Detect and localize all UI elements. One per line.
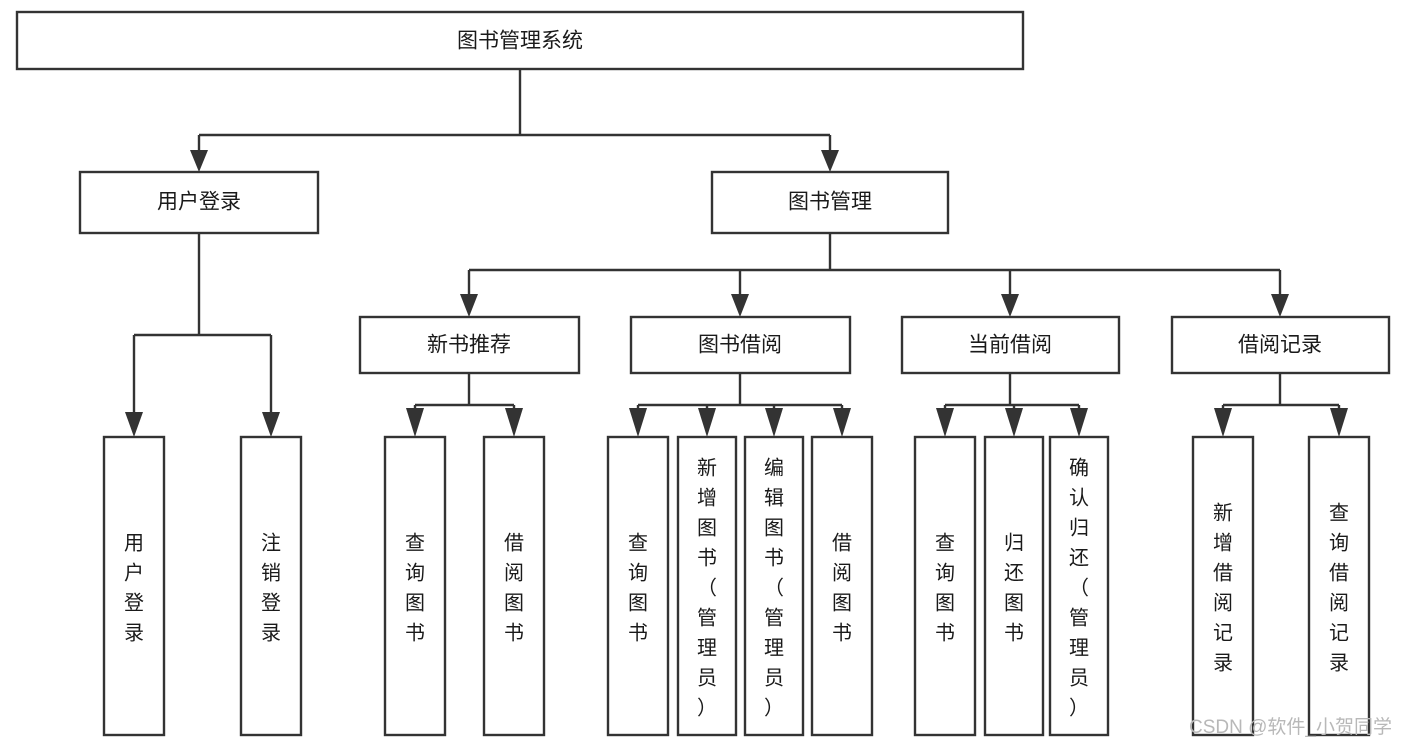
node-leaf-user-login[interactable]: 用户登录: [102, 435, 166, 737]
node-leaf-add-book-admin-box[interactable]: [676, 435, 738, 737]
node-leaf-query-borrow-record[interactable]: 查询借阅记录: [1307, 435, 1371, 737]
leaf-node-layer: 用户登录 注销登录 查询图书 借阅图书 查询图书 新增图书（管理员） 编辑图书（管理员） 借阅…: [102, 435, 1371, 737]
node-leaf-borrow-book-label: 借阅图书: [832, 531, 852, 644]
node-leaf-borrow-book-recommend[interactable]: 借阅图书: [482, 435, 546, 737]
node-leaf-query-book-borrow[interactable]: 查询图书: [606, 435, 670, 737]
node-leaf-add-book-admin-label: 新增图书（管理员）: [697, 456, 717, 719]
node-layer: 图书管理系统 用户登录 图书管理 新书推荐 图书借阅: [15, 10, 1391, 737]
arrow-head-leaf-query-book-current: [936, 408, 954, 437]
node-root[interactable]: 图书管理系统: [15, 10, 1025, 71]
node-leaf-add-borrow-record-label: 新增借阅记录: [1213, 501, 1233, 674]
node-leaf-query-book-recommend-box[interactable]: [383, 435, 447, 737]
node-leaf-query-book-recommend[interactable]: 查询图书: [383, 435, 447, 737]
node-new-book-recommend-box[interactable]: [358, 315, 581, 375]
node-leaf-borrow-book-box[interactable]: [810, 435, 874, 737]
arrow-head-leaf-query-book-borrow: [629, 408, 647, 437]
node-leaf-edit-book-admin-label: 编辑图书（管理员）: [764, 456, 784, 719]
node-leaf-borrow-book-recommend-box[interactable]: [482, 435, 546, 737]
node-leaf-add-borrow-record-box[interactable]: [1191, 435, 1255, 737]
node-leaf-add-borrow-record[interactable]: 新增借阅记录: [1191, 435, 1255, 737]
arrow-head-new-book-recommend: [460, 294, 478, 317]
node-current-borrow-box[interactable]: [900, 315, 1121, 375]
node-leaf-logout-login[interactable]: 注销登录: [239, 435, 303, 737]
arrow-head-current-borrow: [1001, 294, 1019, 317]
node-leaf-edit-book-admin-box[interactable]: [743, 435, 805, 737]
node-leaf-query-book-current-label: 查询图书: [935, 531, 955, 644]
node-current-borrow[interactable]: 当前借阅: [900, 315, 1121, 375]
node-book-management-box[interactable]: [710, 170, 950, 235]
node-borrow-record[interactable]: 借阅记录: [1170, 315, 1391, 375]
arrow-head-leaf-query-borrow-record: [1330, 408, 1348, 437]
node-user-login-label: 用户登录: [157, 191, 241, 214]
node-leaf-query-book-recommend-label: 查询图书: [405, 531, 425, 644]
node-borrow-record-box[interactable]: [1170, 315, 1391, 375]
node-leaf-query-borrow-record-label: 查询借阅记录: [1329, 501, 1349, 674]
arrow-head-book-borrow: [731, 294, 749, 317]
node-leaf-query-book-current[interactable]: 查询图书: [913, 435, 977, 737]
node-user-login[interactable]: 用户登录: [78, 170, 320, 235]
node-leaf-logout-login-label: 注销登录: [261, 531, 281, 644]
node-leaf-query-borrow-record-box[interactable]: [1307, 435, 1371, 737]
node-leaf-logout-login-box[interactable]: [239, 435, 303, 737]
node-leaf-edit-book-admin[interactable]: 编辑图书（管理员）: [743, 435, 805, 737]
node-leaf-query-book-current-box[interactable]: [913, 435, 977, 737]
node-current-borrow-label: 当前借阅: [968, 334, 1052, 357]
node-leaf-return-book-box[interactable]: [983, 435, 1045, 737]
connector-layer: [125, 69, 1348, 437]
node-book-borrow-label: 图书借阅: [698, 334, 782, 357]
arrow-head-leaf-confirm-return-admin: [1070, 408, 1088, 437]
node-leaf-borrow-book-recommend-label: 借阅图书: [504, 531, 524, 644]
node-book-borrow[interactable]: 图书借阅: [629, 315, 852, 375]
node-leaf-confirm-return-admin[interactable]: 确认归还（管理员）: [1048, 435, 1110, 737]
arrow-head-user-login: [190, 150, 208, 172]
node-leaf-confirm-return-admin-label: 确认归还（管理员）: [1069, 456, 1089, 719]
node-borrow-record-label: 借阅记录: [1238, 334, 1322, 357]
node-leaf-return-book[interactable]: 归还图书: [983, 435, 1045, 737]
node-book-management-label: 图书管理: [788, 191, 872, 214]
node-leaf-borrow-book[interactable]: 借阅图书: [810, 435, 874, 737]
node-user-login-box[interactable]: [78, 170, 320, 235]
node-leaf-query-book-borrow-label: 查询图书: [628, 531, 648, 644]
arrow-head-leaf-user-login: [125, 412, 143, 437]
arrow-head-leaf-add-borrow-record: [1214, 408, 1232, 437]
node-leaf-query-book-borrow-box[interactable]: [606, 435, 670, 737]
node-leaf-return-book-label: 归还图书: [1004, 531, 1024, 644]
arrow-head-leaf-logout-login: [262, 412, 280, 437]
arrow-head-book-management: [821, 150, 839, 172]
arrow-head-leaf-edit-book-admin: [765, 408, 783, 437]
arrow-head-leaf-return-book: [1005, 408, 1023, 437]
node-book-management[interactable]: 图书管理: [710, 170, 950, 235]
arrow-head-leaf-add-book-admin: [698, 408, 716, 437]
arrow-head-leaf-borrow-book-recommend: [505, 408, 523, 437]
node-new-book-recommend[interactable]: 新书推荐: [358, 315, 581, 375]
csdn-watermark: CSDN @软件_小贺同学: [1189, 716, 1392, 738]
node-root-label: 图书管理系统: [457, 30, 583, 53]
node-leaf-user-login-box[interactable]: [102, 435, 166, 737]
node-leaf-user-login-label: 用户登录: [124, 532, 144, 644]
node-book-borrow-box[interactable]: [629, 315, 852, 375]
node-leaf-confirm-return-admin-box[interactable]: [1048, 435, 1110, 737]
node-root-box[interactable]: [15, 10, 1025, 71]
arrow-head-leaf-query-book-recommend: [406, 408, 424, 437]
node-leaf-add-book-admin[interactable]: 新增图书（管理员）: [676, 435, 738, 737]
node-new-book-recommend-label: 新书推荐: [427, 334, 511, 357]
arrow-head-leaf-borrow-book: [833, 408, 851, 437]
arrow-head-borrow-record: [1271, 294, 1289, 317]
